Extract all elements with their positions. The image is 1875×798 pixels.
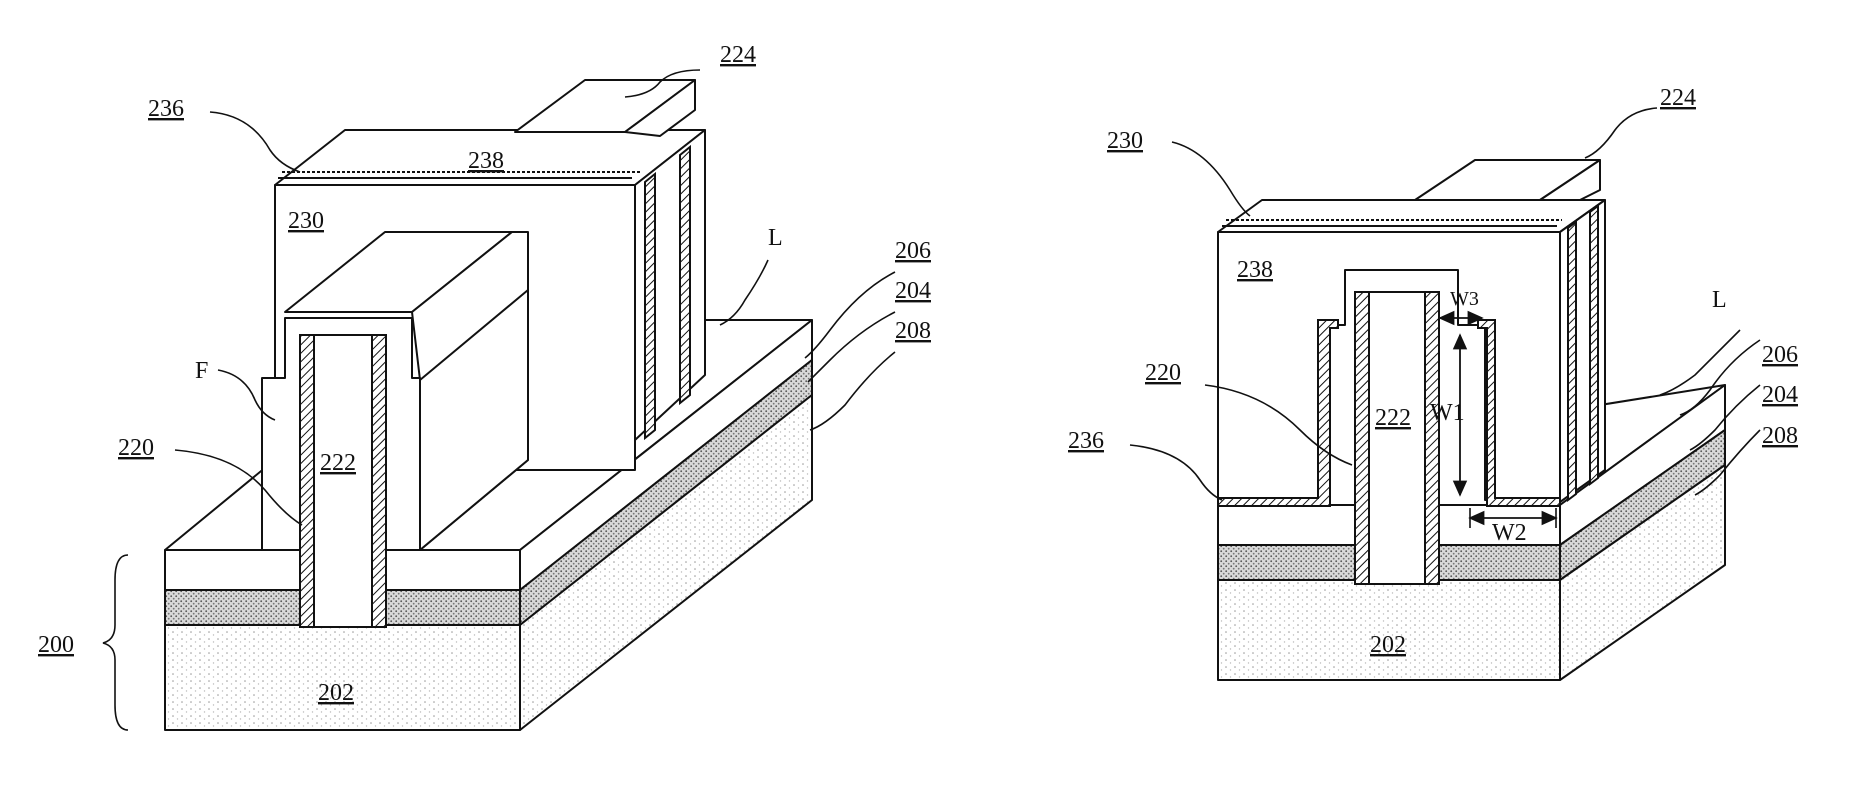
right-label-202: 202 [1370, 632, 1406, 658]
right-label-204: 204 [1762, 382, 1798, 408]
left-bracket-200 [103, 555, 128, 730]
left-label-208: 208 [895, 318, 931, 344]
right-label-W2: W2 [1492, 520, 1527, 546]
left-label-200: 200 [38, 632, 74, 658]
left-core-222 [314, 335, 372, 627]
left-liner-220-right [372, 335, 386, 627]
left-label-206: 206 [895, 238, 931, 264]
right-label-230: 230 [1107, 128, 1143, 154]
right-figure [1130, 108, 1760, 680]
left-label-236: 236 [148, 96, 184, 122]
right-label-224: 224 [1660, 85, 1696, 111]
left-label-222: 222 [320, 450, 356, 476]
left-label-F: F [195, 358, 208, 384]
right-label-238: 238 [1237, 257, 1273, 283]
right-gate-stack-top [1218, 200, 1605, 232]
right-label-220: 220 [1145, 360, 1181, 386]
left-layer-202-front [165, 625, 520, 730]
right-gate-liner-side-2 [1590, 206, 1598, 484]
right-label-222: 222 [1375, 405, 1411, 431]
right-liner-220-right [1425, 292, 1439, 584]
right-label-W1: W1 [1430, 400, 1465, 426]
right-label-206: 206 [1762, 342, 1798, 368]
left-liner-220-left [300, 335, 314, 627]
left-label-202: 202 [318, 680, 354, 706]
right-label-W3: W3 [1450, 288, 1479, 310]
left-gate-liner-side [645, 174, 655, 438]
left-label-230: 230 [288, 208, 324, 234]
right-liner-220-left [1355, 292, 1369, 584]
right-core-222 [1369, 292, 1425, 584]
right-gate-liner-side [1568, 222, 1576, 500]
right-label-236: 236 [1068, 428, 1104, 454]
right-label-208: 208 [1762, 423, 1798, 449]
right-label-L: L [1712, 287, 1727, 313]
left-label-220: 220 [118, 435, 154, 461]
right-layer-202-front [1218, 580, 1560, 680]
left-gate-liner-side-2 [680, 147, 690, 403]
left-label-L: L [768, 225, 783, 251]
left-label-224: 224 [720, 42, 756, 68]
left-label-204: 204 [895, 278, 931, 304]
left-label-238: 238 [468, 148, 504, 174]
